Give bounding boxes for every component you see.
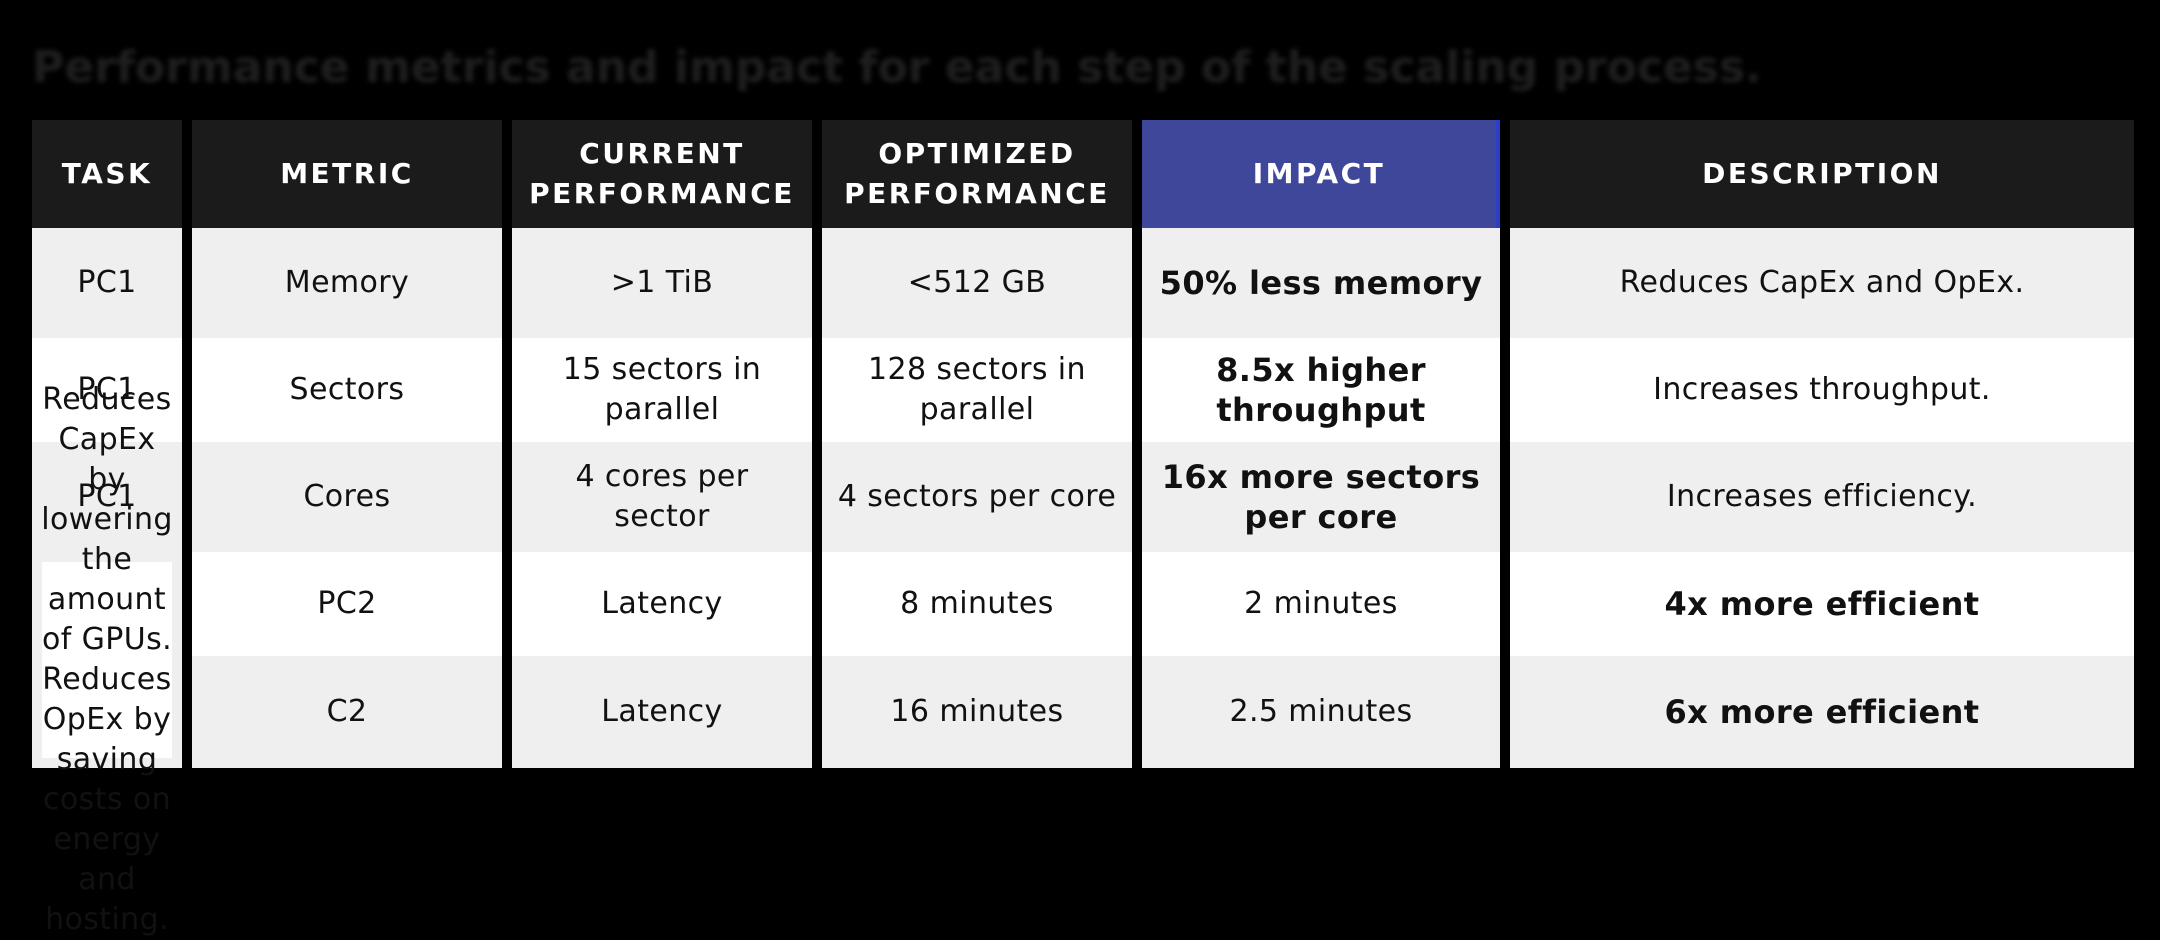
cell-metric: Sectors [192, 338, 502, 442]
cell-impact: 16x more sectors per core [1142, 442, 1500, 552]
cell-description: Increases throughput. [1510, 338, 2134, 442]
header-impact: IMPACT [1142, 120, 1500, 228]
cell-metric: Latency [512, 656, 812, 768]
cell-task: PC1 [32, 228, 182, 338]
cell-current-performance: 8 minutes [822, 552, 1132, 656]
cell-impact: 4x more efficient [1510, 552, 2134, 656]
header-current-performance: CURRENT PERFORMANCE [512, 120, 812, 228]
cell-impact: 50% less memory [1142, 228, 1500, 338]
cell-optimized-performance: 2.5 minutes [1142, 656, 1500, 768]
header-optimized-performance: OPTIMIZED PERFORMANCE [822, 120, 1132, 228]
page-title: Performance metrics and impact for each … [32, 42, 1762, 93]
cell-impact: 8.5x higher throughput [1142, 338, 1500, 442]
cell-metric: Latency [512, 552, 812, 656]
cell-impact: 6x more efficient [1510, 656, 2134, 768]
cell-description-merged: Reduces CapEx by lowering the amount of … [32, 382, 182, 937]
header-metric: METRIC [192, 120, 502, 228]
performance-table: TASK METRIC CURRENT PERFORMANCE OPTIMIZE… [32, 120, 2136, 937]
cell-task: PC2 [192, 552, 502, 656]
header-description: DESCRIPTION [1510, 120, 2134, 228]
cell-current-performance: 15 sectors in parallel [512, 338, 812, 442]
cell-metric: Cores [192, 442, 502, 552]
cell-task: PC1 [32, 338, 182, 442]
cell-metric: Memory [192, 228, 502, 338]
cell-current-performance: 16 minutes [822, 656, 1132, 768]
cell-current-performance: >1 TiB [512, 228, 812, 338]
cell-task: C2 [192, 656, 502, 768]
cell-optimized-performance: <512 GB [822, 228, 1132, 338]
cell-description: Increases efficiency. [1510, 442, 2134, 552]
cell-optimized-performance: 128 sectors in parallel [822, 338, 1132, 442]
cell-description: Reduces CapEx and OpEx. [1510, 228, 2134, 338]
cell-current-performance: 4 cores per sector [512, 442, 812, 552]
cell-optimized-performance: 2 minutes [1142, 552, 1500, 656]
header-task: TASK [32, 120, 182, 228]
cell-optimized-performance: 4 sectors per core [822, 442, 1132, 552]
cell-task: PC1 [32, 442, 182, 552]
